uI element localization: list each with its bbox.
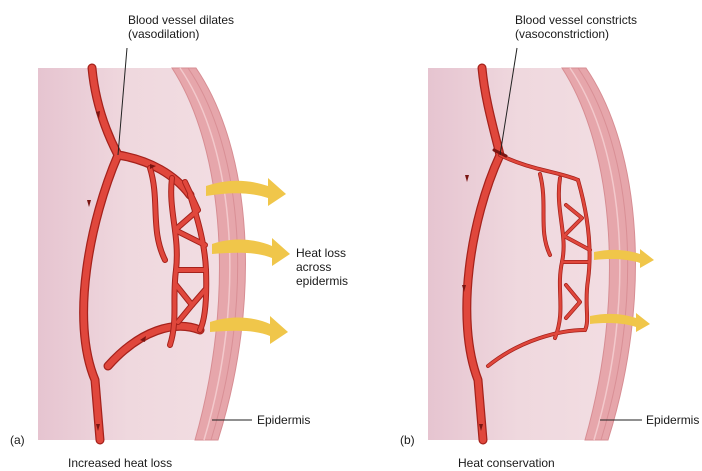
epidermis-label-a: Epidermis: [257, 413, 310, 427]
panel-a-artwork: [38, 48, 290, 440]
vasodilation-callout: Blood vessel dilates (vasodilation): [128, 13, 234, 41]
panel-b-caption: Heat conservation: [458, 456, 555, 470]
heat-loss-label: Heat loss across epidermis: [296, 246, 348, 288]
panel-a-marker: (a): [10, 433, 25, 447]
dermis-tissue-b: [428, 68, 609, 440]
panel-b-marker: (b): [400, 433, 415, 447]
epidermis-label-b: Epidermis: [646, 413, 699, 427]
vasoconstriction-callout: Blood vessel constricts (vasoconstrictio…: [515, 13, 637, 41]
panel-b-artwork: [428, 48, 654, 440]
panel-a-caption: Increased heat loss: [68, 456, 172, 470]
dermis-tissue-a: [38, 68, 219, 440]
